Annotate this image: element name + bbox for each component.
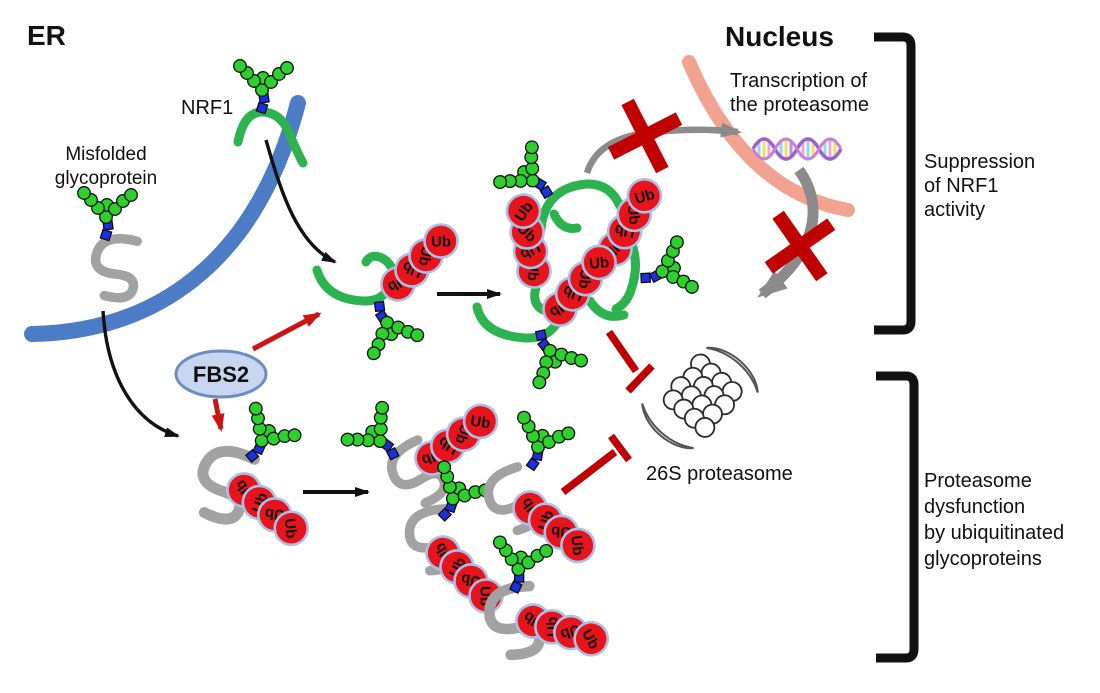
- nrf1-label: NRF1: [181, 97, 233, 119]
- misfolded-label-line2: glycoprotein: [55, 168, 157, 189]
- dysfunction-bracket: [876, 371, 919, 663]
- fbs2-to-nrf1-arrow: [251, 311, 322, 352]
- inhibition-tbar: [560, 433, 632, 495]
- fbs2-oval: [174, 349, 268, 399]
- misfolded-retrotranslocation-arrow: [101, 310, 180, 438]
- transcription-label-line1: Transcription of: [730, 70, 868, 92]
- fbs2-to-glycoprotein-arrow: [211, 398, 225, 432]
- nuclear-membrane: [682, 55, 855, 217]
- er-label: ER: [27, 20, 66, 51]
- inhibition-tbar: [605, 329, 655, 394]
- dysfunction-annotation-line1: Proteasome: [924, 470, 1032, 492]
- nrf1-released-curve: [312, 265, 392, 306]
- proteasome-icon: [641, 346, 759, 450]
- nrf1-aggregate: [471, 136, 703, 394]
- suppression-annotation-line2: of NRF1: [924, 175, 998, 197]
- dysfunction-annotation-line3: by ubiquitinated: [924, 522, 1064, 544]
- suppression-bracket: [874, 32, 916, 335]
- misfolded-label-line1: Misfolded: [65, 144, 146, 165]
- proteasome-label: 26S proteasome: [646, 463, 793, 485]
- suppression-annotation-line3: activity: [924, 199, 985, 221]
- suppression-annotation-line1: Suppression: [924, 151, 1035, 173]
- er-membrane: [24, 95, 306, 342]
- proteasome-expression-arrow: [757, 166, 819, 299]
- nrf1-retrotranslocation-arrow: [264, 139, 337, 264]
- transcription-label-line2: the proteasome: [730, 94, 869, 116]
- dysfunction-annotation-line2: dysfunction: [924, 496, 1025, 518]
- nucleus-label: Nucleus: [725, 21, 834, 52]
- dna-icon: [751, 137, 843, 161]
- fbs2-label: FBS2: [193, 362, 249, 387]
- nrf1-protein-curve: [233, 107, 308, 168]
- dysfunction-annotation-line4: glycoproteins: [924, 548, 1042, 570]
